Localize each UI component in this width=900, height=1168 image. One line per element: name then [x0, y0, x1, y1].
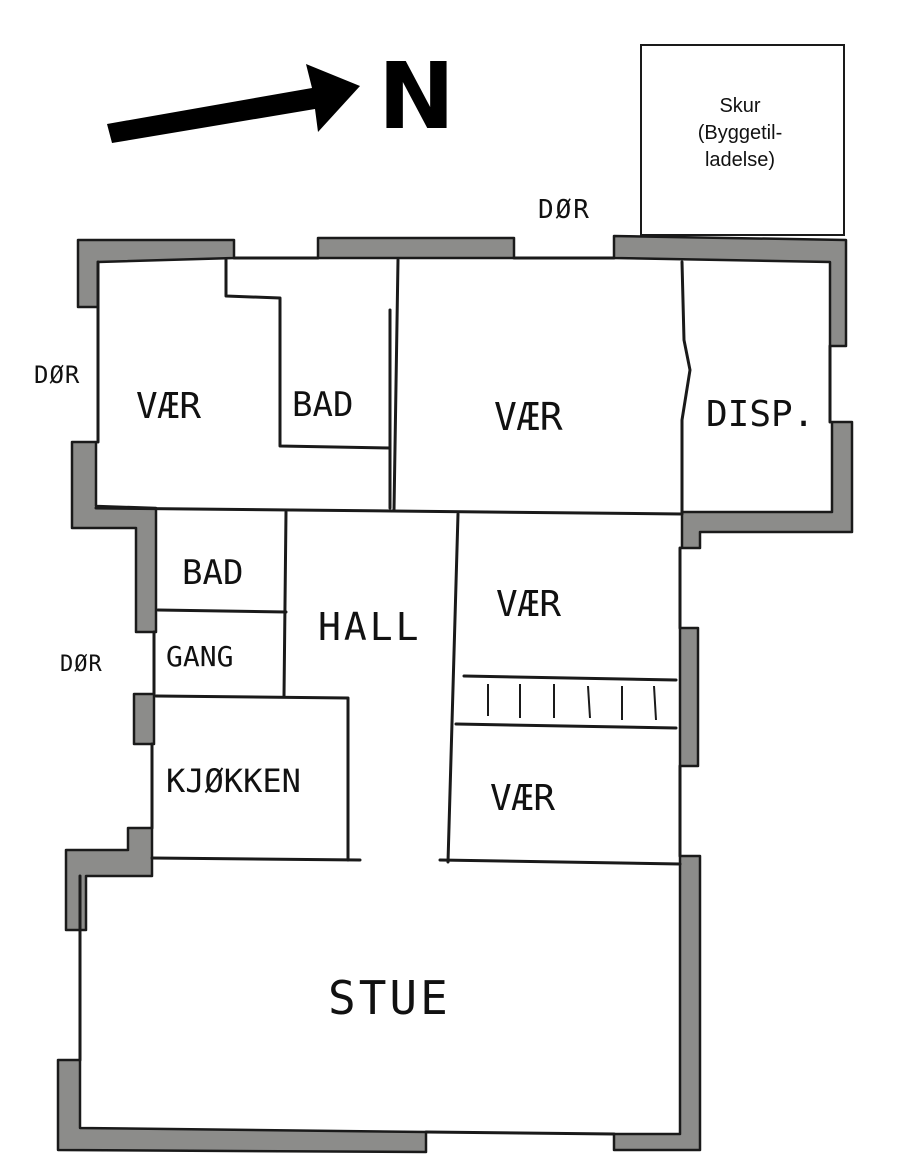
room-label-hall: HALL: [318, 605, 422, 649]
exterior-walls: [56, 234, 854, 1154]
room-label-disp: DISP.: [706, 394, 814, 435]
shed-label-line3: ladelse): [705, 149, 775, 171]
north-arrow-icon: [107, 64, 360, 143]
room-label-vaer-lower-right: VÆR: [490, 778, 555, 819]
room-label-stue: STUE: [328, 971, 451, 1025]
room-label-gang: GANG: [166, 640, 233, 673]
room-label-bad-mid: BAD: [182, 553, 243, 593]
door-label-left-upper: DØR: [34, 361, 80, 389]
door-label-top: DØR: [538, 195, 591, 225]
door-label-left-lower: DØR: [60, 652, 103, 677]
shed-label-line2: (Byggetil-: [698, 122, 782, 144]
room-label-vaer-top-center: VÆR: [494, 395, 563, 439]
room-label-vaer-top-left: VÆR: [136, 386, 201, 427]
room-label-vaer-mid-right: VÆR: [496, 584, 561, 625]
room-label-kjokken: KJØKKEN: [166, 762, 301, 800]
shed-outline: [640, 44, 845, 236]
north-label: N: [378, 43, 455, 150]
shed-label-line1: Skur: [719, 95, 760, 117]
interior-walls: [78, 256, 832, 1136]
room-label-bad-top: BAD: [292, 385, 353, 425]
